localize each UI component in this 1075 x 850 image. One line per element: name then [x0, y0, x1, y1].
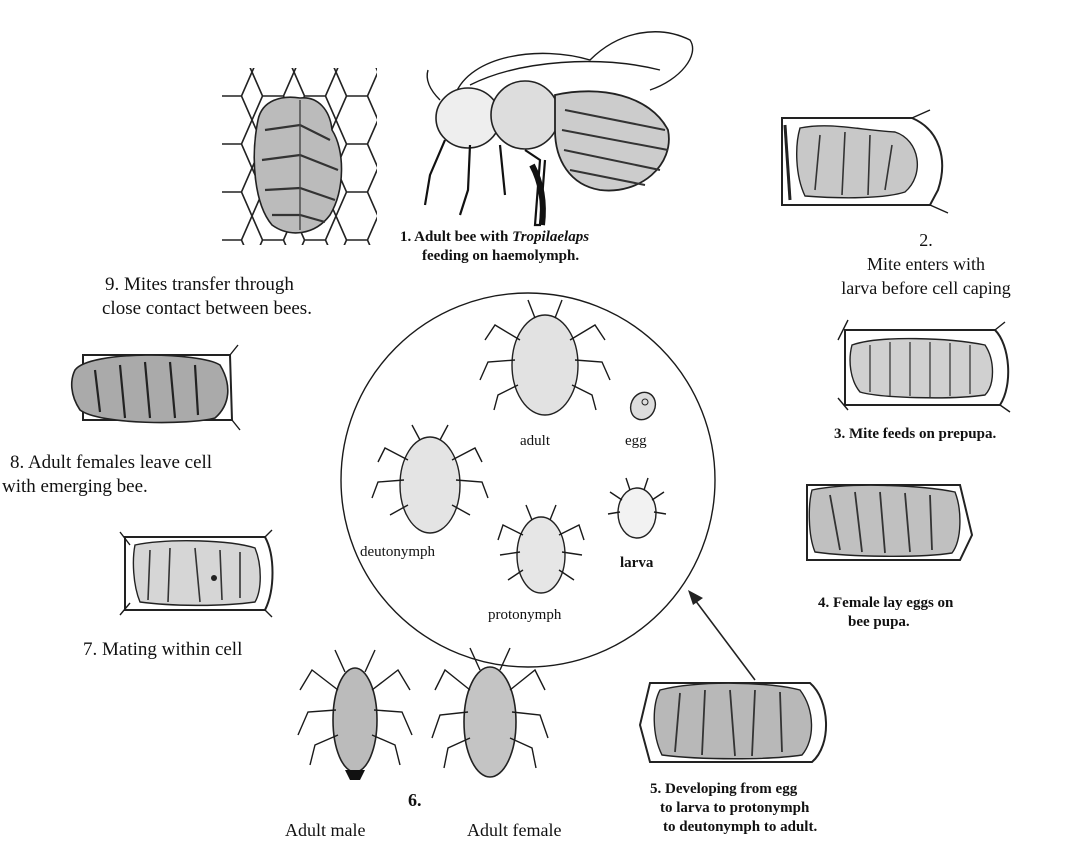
circle-egg — [626, 388, 660, 424]
step-2-number: 2. — [777, 228, 1075, 252]
circle-larva-mite — [608, 478, 666, 538]
step-8-label: 8. Adult females leave cell with emergin… — [10, 451, 212, 499]
cell-emerging-bee-illustration — [72, 345, 240, 430]
step-2-line1: Mite enters with — [777, 252, 1075, 276]
step-8-line1: 8. Adult females leave cell — [10, 451, 212, 475]
step-6-number: 6. — [408, 788, 422, 812]
circle-label-adult: adult — [520, 432, 550, 451]
step-9-line2: close contact between bees. — [102, 297, 312, 321]
step-5-line2: to larva to protonymph — [650, 799, 817, 818]
step-4-line1: 4. Female lay eggs on — [818, 594, 953, 613]
cell-pupa-illustration — [807, 485, 972, 560]
step-1-prefix: 1. Adult bee with — [400, 229, 512, 245]
circle-deutonymph-mite — [372, 425, 488, 533]
step-4-line2: bee pupa. — [818, 613, 953, 632]
step-6-male-label: Adult male — [285, 818, 365, 842]
step-2-label: 2. Mite enters with larva before cell ca… — [777, 228, 1075, 300]
step-3-label: 3. Mite feeds on prepupa. — [834, 425, 996, 444]
cell-developing-illustration — [640, 683, 826, 762]
circle-label-larva: larva — [620, 554, 653, 573]
step-2-line2: larva before cell caping — [777, 276, 1075, 300]
circle-label-egg: egg — [625, 432, 647, 451]
cell-mating-illustration — [120, 530, 273, 617]
step-7-label: 7. Mating within cell — [83, 638, 242, 662]
step-5-line3: to deutonymph to adult. — [650, 818, 817, 837]
cell-larva-illustration — [782, 110, 948, 213]
development-arrow — [688, 590, 755, 680]
cell-prepupa-illustration — [838, 320, 1010, 412]
step-1-label: 1. Adult bee with Tropilaelaps feeding o… — [400, 228, 589, 266]
step-6-female-label: Adult female — [467, 818, 561, 842]
honeycomb-illustration — [222, 68, 377, 245]
step-5-line1: 5. Developing from egg — [650, 780, 817, 799]
circle-adult-mite — [480, 300, 610, 415]
step-9-line1: 9. Mites transfer through — [105, 273, 312, 297]
step-9-label: 9. Mites transfer through close contact … — [105, 273, 312, 321]
step-5-label: 5. Developing from egg to larva to proto… — [650, 780, 817, 837]
step-1-line2: feeding on haemolymph. — [400, 247, 589, 266]
step-1-species: Tropilaelaps — [512, 229, 589, 245]
adult-male-mite-illustration — [298, 650, 412, 780]
circle-label-protonymph: protonymph — [488, 606, 561, 625]
adult-bee-illustration — [425, 32, 693, 225]
circle-protonymph-mite — [498, 505, 584, 593]
step-8-line2: with emerging bee. — [2, 475, 212, 499]
circle-label-deutonymph: deutonymph — [360, 543, 435, 562]
step-4-label: 4. Female lay eggs on bee pupa. — [818, 594, 953, 632]
